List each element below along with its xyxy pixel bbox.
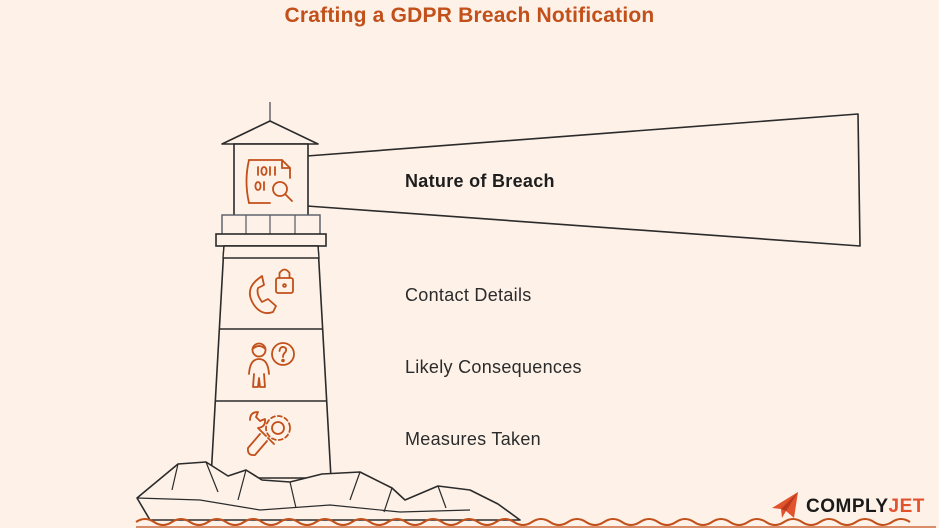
gallery-railing: [221, 214, 321, 236]
complyjet-logo: COMPLYJET: [770, 492, 925, 522]
page-title: Crafting a GDPR Breach Notification: [284, 4, 655, 27]
label-contact-details: Contact Details: [405, 285, 532, 305]
lantern-room: [233, 143, 309, 217]
complyjet-logo-icon: [772, 492, 798, 518]
label-measures-taken: Measures Taken: [405, 429, 541, 449]
logo-text: COMPLYJET: [806, 496, 925, 517]
label-likely-consequences: Likely Consequences: [405, 357, 582, 377]
wrench-gear-icon: [246, 411, 291, 457]
lighthouse-tower: [210, 245, 332, 479]
gallery-platform: [215, 233, 327, 247]
binary-search-icon: [245, 159, 293, 204]
sea-waves: [135, 518, 911, 526]
light-beam: [306, 113, 861, 247]
lighthouse-roof: [221, 120, 319, 145]
label-nature-of-breach: Nature of Breach: [405, 171, 555, 191]
phone-lock-icon: [248, 268, 294, 314]
person-question-icon: [248, 342, 295, 388]
